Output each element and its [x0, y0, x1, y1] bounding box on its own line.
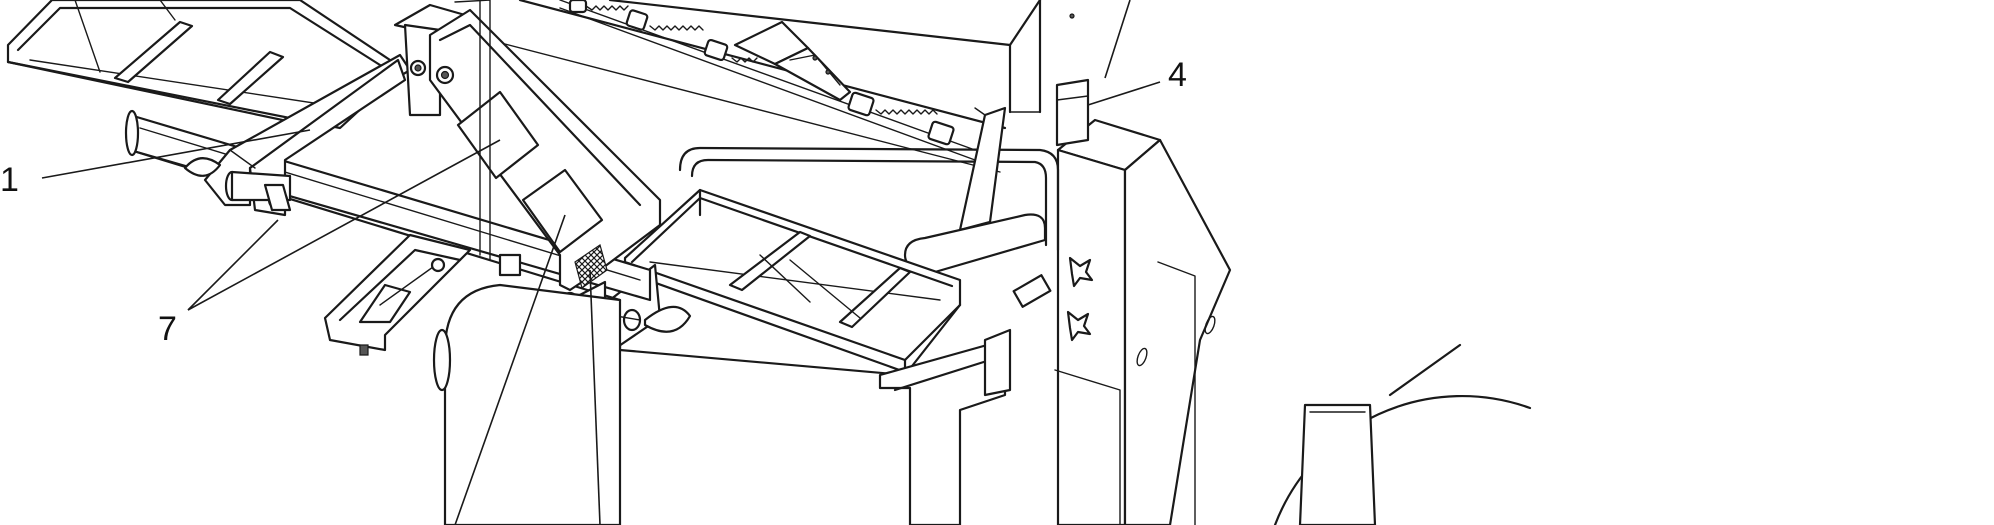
detail-circle	[1273, 343, 1532, 525]
leader-7a	[187, 219, 279, 311]
right-side-plate	[1012, 78, 1232, 525]
callout-4: 4	[1168, 56, 1187, 94]
rear-frame	[678, 106, 1060, 274]
right-tray	[608, 188, 962, 377]
leader-upper	[1104, 0, 1131, 79]
leader-lower-a	[454, 214, 566, 525]
leader-1	[41, 129, 311, 179]
leader-4	[1087, 81, 1161, 106]
lower-skid	[323, 233, 1012, 525]
roller-spring-row	[559, 0, 976, 161]
headstock-a-frame	[393, 0, 662, 332]
leader-lower-b	[589, 269, 601, 525]
callout-7: 7	[158, 310, 177, 348]
leader-7b	[187, 139, 501, 311]
callout-1: 1	[0, 161, 19, 199]
leader-lines	[41, 0, 1161, 525]
